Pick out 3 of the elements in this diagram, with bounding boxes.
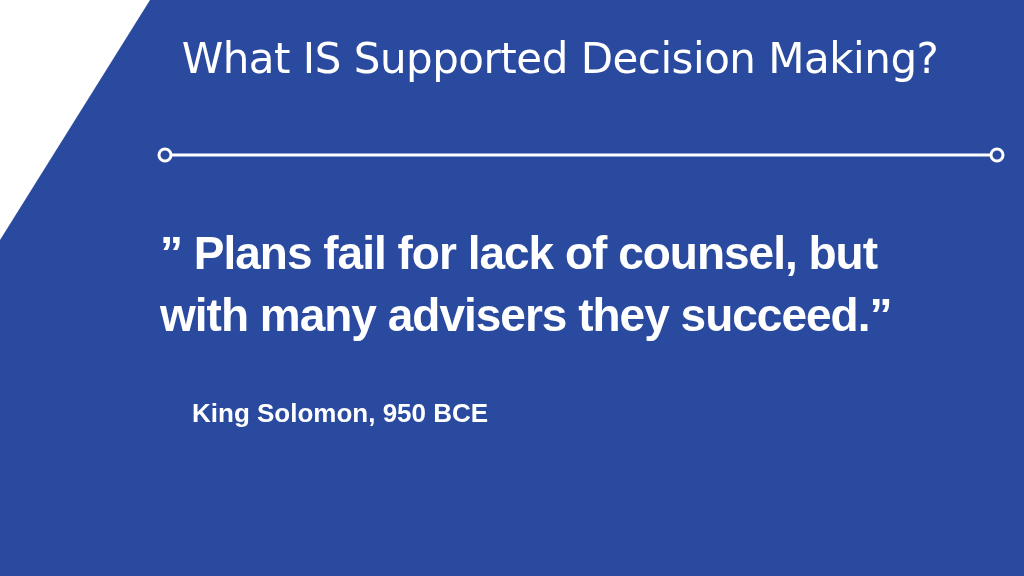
slide-title: What IS Supported Decision Making? (180, 34, 940, 83)
attribution: King Solomon, 950 BCE (192, 398, 489, 429)
quotation: ” Plans fail for lack of counsel, but with many advisers they succeed.” (160, 226, 893, 343)
